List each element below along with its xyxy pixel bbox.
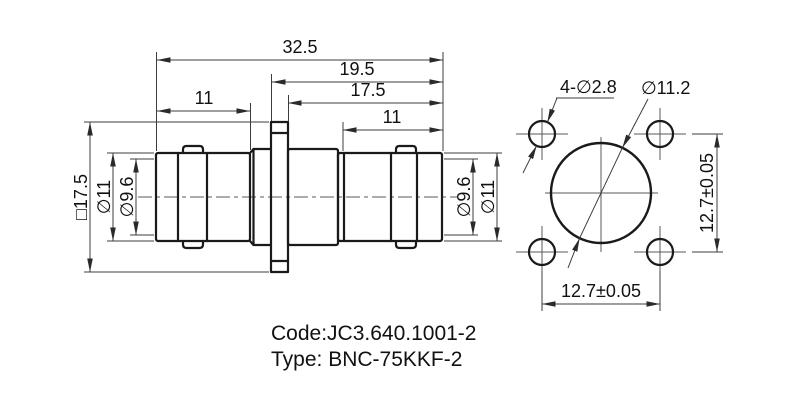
side-view-outline [154, 120, 444, 274]
part-type-text: Type: BNC-75KKF-2 [271, 348, 462, 371]
mounting-holes [527, 119, 675, 267]
mounting-hole-top-left [527, 119, 557, 149]
mounting-hole-bottom-right [645, 237, 675, 267]
dim-label-mounting-holes: 4-∅2.8 [560, 77, 617, 97]
front-view: 4-∅2.8 ∅11.2 12.7±0.05 12.7±0.05 [516, 77, 723, 311]
dim-label-17-5: 17.5 [350, 80, 385, 100]
mounting-hole-top-right [645, 119, 675, 149]
left-bayonet-lug-top [181, 144, 205, 155]
dim-label-total-length: 32.5 [282, 37, 317, 57]
dim-label-right-dia11: ∅11 [478, 180, 498, 214]
part-code-text: Code:JC3.640.1001-2 [271, 322, 476, 345]
dim-label-right-dia9-6: ∅9.6 [454, 177, 474, 218]
dim-label-pitch-vertical: 12.7±0.05 [697, 153, 717, 233]
dim-label-flange-square: □17.5 [71, 174, 91, 220]
front-view-dimension-lines [541, 133, 723, 311]
dim-label-left-11: 11 [195, 88, 214, 108]
side-view: 32.5 19.5 17.5 11 11 □17.5 ∅11 ∅9.6 ∅9.6… [71, 37, 502, 274]
holes-leader [522, 97, 614, 174]
center-hole-circle [549, 141, 653, 245]
dim-label-left-dia11: ∅11 [94, 180, 114, 214]
dim-label-19-5: 19.5 [339, 59, 374, 79]
shoulder-ring [248, 147, 273, 247]
right-bayonet-lug-top [394, 144, 418, 155]
mounting-hole-bottom-left [527, 237, 557, 267]
dim-label-center-dia: ∅11.2 [641, 78, 690, 98]
center-dia-leader [567, 98, 649, 269]
side-view-extension-lines [84, 52, 502, 273]
left-bayonet-lug-bottom [181, 239, 205, 250]
part-identification: Code:JC3.640.1001-2 Type: BNC-75KKF-2 [271, 322, 476, 371]
dim-label-pitch-horizontal: 12.7±0.05 [561, 281, 641, 301]
right-bayonet-lug-bottom [394, 239, 418, 250]
side-view-dimension-lines [87, 57, 500, 272]
dim-label-right-11: 11 [383, 107, 402, 127]
dim-label-left-dia9-6: ∅9.6 [117, 177, 137, 218]
